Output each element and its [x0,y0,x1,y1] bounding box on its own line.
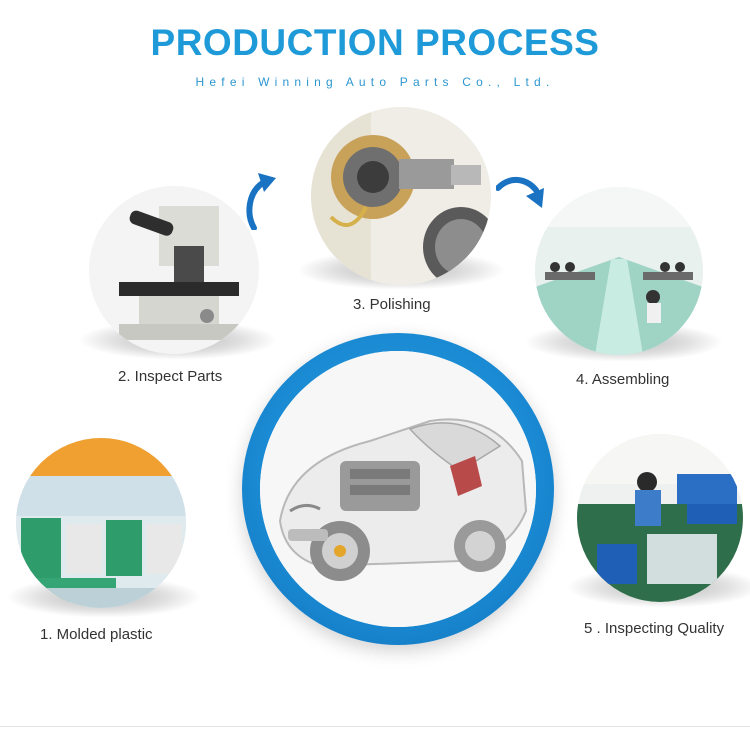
car-cutaway-image [260,351,536,627]
step-label: 5 . Inspecting Quality [584,620,725,637]
inspect-parts-photo [89,186,259,354]
step-label: 2. Inspect Parts [118,368,223,385]
company-subtitle: Hefei Winning Auto Parts Co., Ltd. [195,75,555,89]
inspecting-quality-photo [577,434,743,602]
polishing-photo [311,107,491,285]
step-label: 3. Polishing [353,296,431,313]
curved-arrow-right-icon [496,177,544,208]
curved-arrow-up-icon [246,173,276,230]
page-title: PRODUCTION PROCESS [150,22,600,63]
molded-plastic-photo [16,438,186,608]
center-car-circle [242,333,554,645]
bottom-divider [0,726,750,727]
step-label: 1. Molded plastic [40,626,153,643]
step-label: 4. Assembling [576,371,670,388]
assembling-photo [535,187,703,355]
